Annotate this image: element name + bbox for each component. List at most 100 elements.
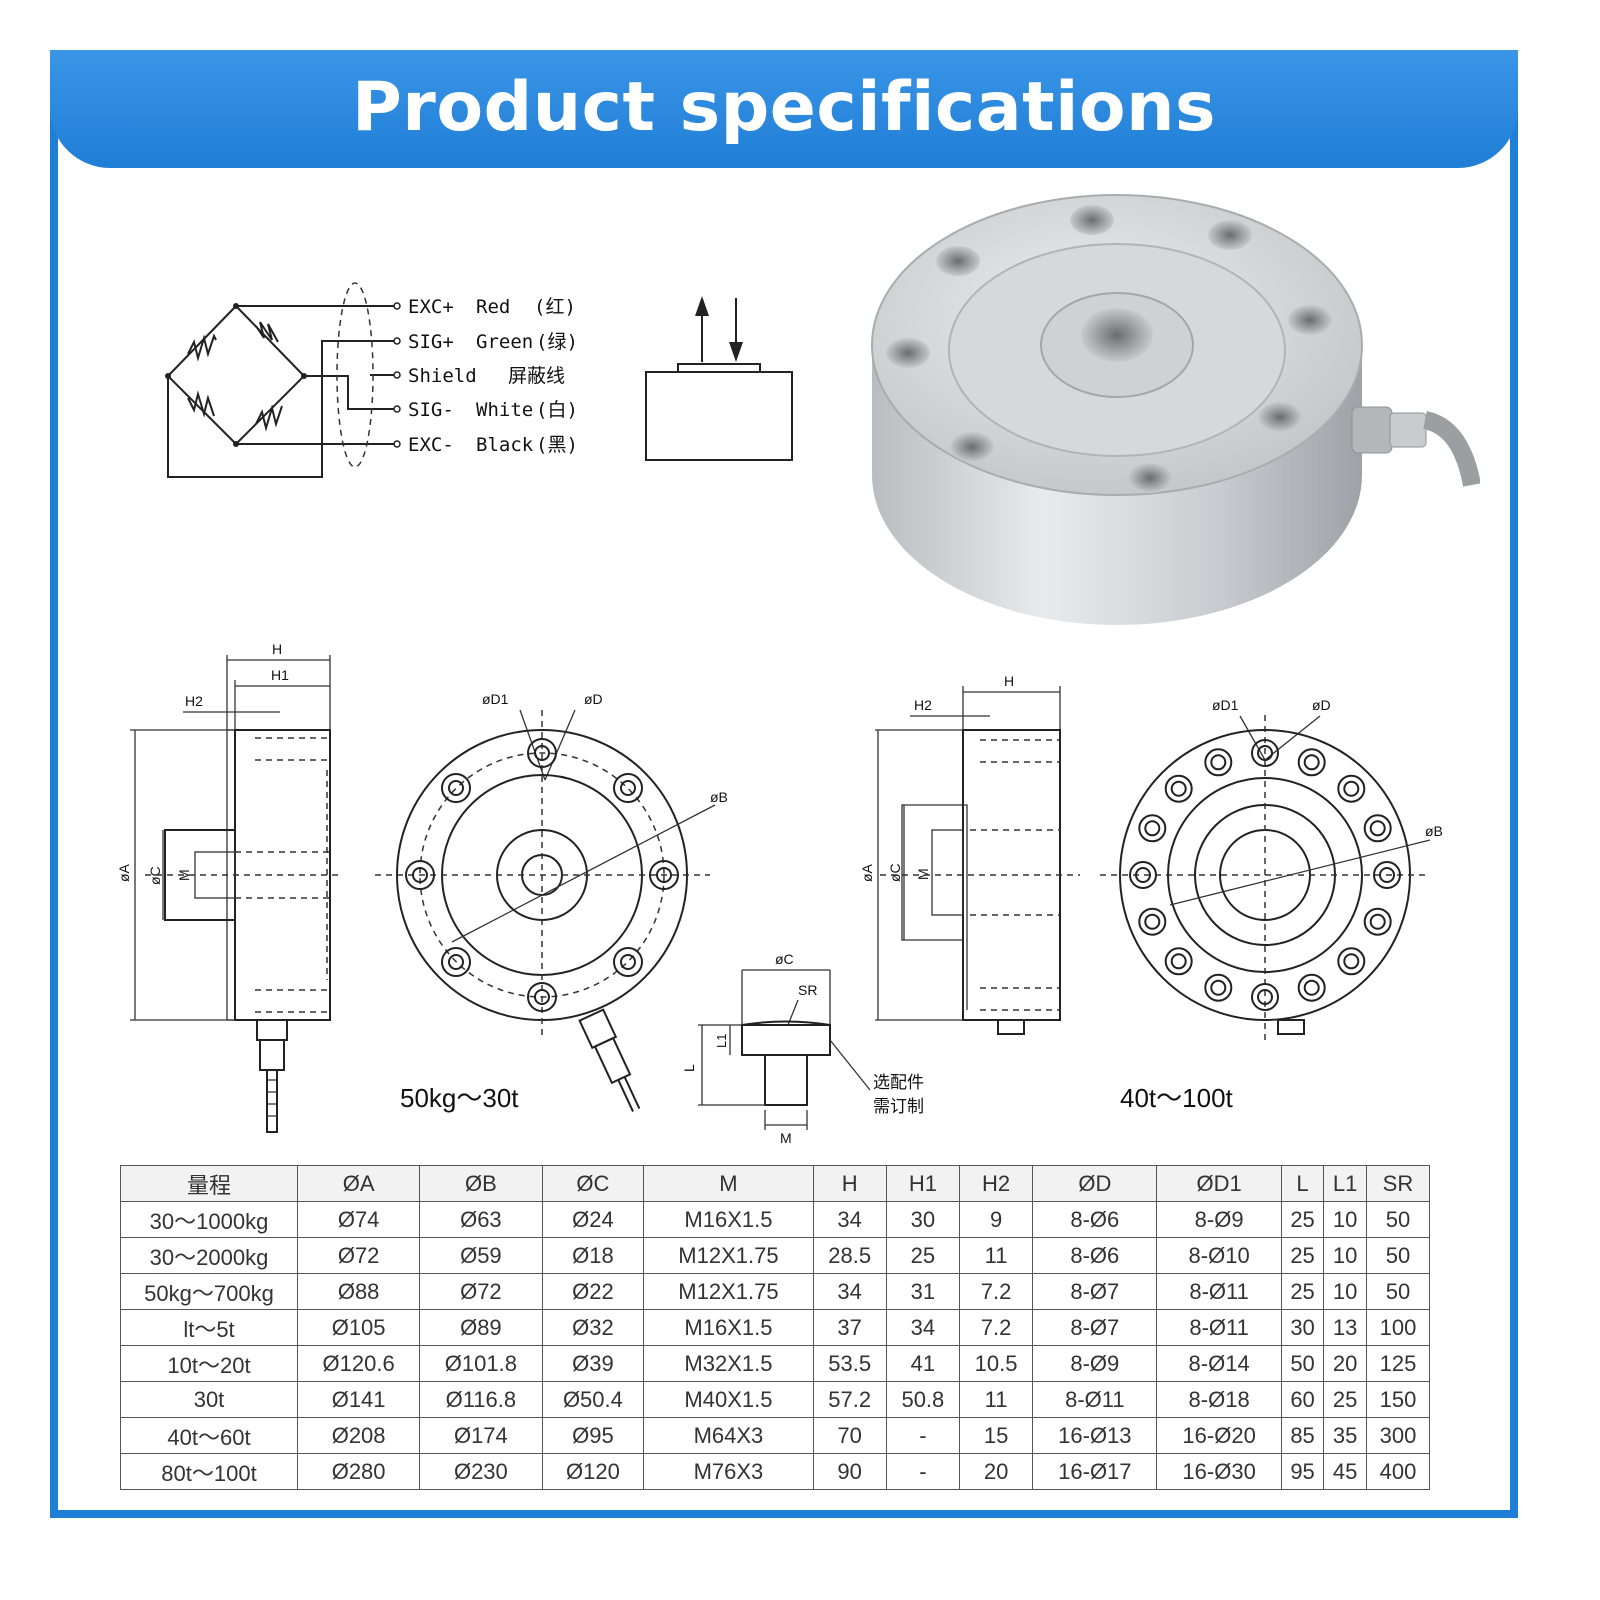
table-cell: 8-Ø6 [1032,1237,1158,1274]
bolt-hole [1337,947,1366,976]
bolt-hole [1343,953,1360,970]
table-cell: 34 [812,1273,887,1310]
table-cell: 41 [885,1345,960,1382]
wiring-diagram: EXC+ Red (红) SIG+ Green (绿) Shield 屏蔽线 S… [165,282,578,478]
table-cell: Ø116.8 [419,1381,543,1418]
table-cell: 400 [1365,1453,1431,1490]
dim-l: L [681,1064,697,1072]
table-cell: 28.5 [812,1237,887,1274]
bolt-hole [1363,814,1392,843]
table-cell: Ø208 [296,1417,421,1454]
dim-h: H [272,641,282,657]
table-cell: 15 [958,1417,1034,1454]
table-cell: M12X1.75 [643,1273,814,1310]
table-cell: 8-Ø6 [1032,1201,1158,1238]
table-cell: 100 [1365,1309,1431,1346]
bolt-hole [1138,907,1167,936]
column-header: L [1280,1165,1325,1202]
table-cell: Ø18 [541,1237,645,1274]
bolt-hole [1251,739,1279,767]
bolt-hole [1369,913,1386,930]
column-header: 量程 [120,1165,298,1202]
wire-signal: SIG+ [408,331,454,353]
table-cell: M40X1.5 [643,1381,814,1418]
table-cell: Ø22 [541,1273,645,1310]
table-cell: 10 [1323,1237,1367,1274]
wire-cn: (红) [534,296,576,318]
table-cell: 13 [1323,1309,1367,1346]
table-cell: 50 [1280,1345,1325,1382]
table-cell: 35 [1323,1417,1367,1454]
wheatstone-bridge [165,282,401,478]
table-cell: Ø95 [541,1417,645,1454]
table-cell: 50 [1365,1237,1431,1274]
table-cell: 53.5 [812,1345,887,1382]
table-cell: 30t [120,1381,298,1418]
dim-sr: SR [798,982,817,998]
table-cell: Ø63 [419,1201,543,1238]
table-cell: 90 [812,1453,887,1490]
wire-cn: (白) [536,399,578,421]
table-cell: 60 [1280,1381,1325,1418]
bolt-hole [1164,947,1193,976]
bolt-hole [1129,861,1157,889]
table-cell: M16X1.5 [643,1201,814,1238]
bolt-hole [1337,774,1366,803]
column-header: ØC [541,1165,645,1202]
bolt-hole [1210,979,1227,996]
table-cell: 8-Ø9 [1032,1345,1158,1382]
bolt-hole [1204,748,1233,777]
table-cell: 16-Ø17 [1032,1453,1158,1490]
column-header: ØD [1032,1165,1158,1202]
table-cell: 30 [1280,1309,1325,1346]
table-cell: Ø88 [296,1273,421,1310]
dim-c2: øC [775,951,794,967]
table-cell: Ø101.8 [419,1345,543,1382]
table-cell: 8-Ø11 [1156,1309,1282,1346]
dim-h2: H2 [185,693,203,709]
table-cell: 25 [1280,1273,1325,1310]
table-cell: 150 [1365,1381,1431,1418]
table-cell: 16-Ø13 [1032,1417,1158,1454]
table-cell: 8-Ø11 [1032,1381,1158,1418]
wire-cn: (绿) [536,331,578,353]
table-cell: 30～2000kg [120,1237,298,1274]
bolt-hole [1170,953,1187,970]
dim-c-large: øC [887,863,903,882]
front-view-small: øD1 øD øB [375,691,728,1112]
column-header: H2 [958,1165,1034,1202]
dim-b: øB [710,789,728,805]
bolt-hole [1297,748,1326,777]
dim-d: øD [584,691,603,707]
bolt-hole [1170,780,1187,797]
table-cell: 9 [958,1201,1034,1238]
table-cell: 50kg～700kg [120,1273,298,1310]
dim-b-large: øB [1425,823,1443,839]
table-cell: Ø72 [419,1273,543,1310]
table-cell: M12X1.75 [643,1237,814,1274]
dim-d1: øD1 [482,691,509,707]
bolt-hole [1363,907,1392,936]
column-header: ØA [296,1165,421,1202]
table-cell: Ø280 [296,1453,421,1490]
dim-a: øA [116,863,132,882]
table-cell: 85 [1280,1417,1325,1454]
table-cell: 25 [1280,1237,1325,1274]
table-cell: 11 [958,1237,1034,1274]
wire-cn: (黑) [536,434,578,456]
table-cell: 40t～60t [120,1417,298,1454]
wire-signal: Shield [408,365,477,387]
wire-signal: SIG- [408,399,454,421]
table-cell: 10 [1323,1273,1367,1310]
column-header: SR [1365,1165,1431,1202]
dim-h-large: H [1004,673,1014,689]
table-cell: 8-Ø10 [1156,1237,1282,1274]
table-cell: 50 [1365,1273,1431,1310]
table-cell: 8-Ø7 [1032,1273,1158,1310]
